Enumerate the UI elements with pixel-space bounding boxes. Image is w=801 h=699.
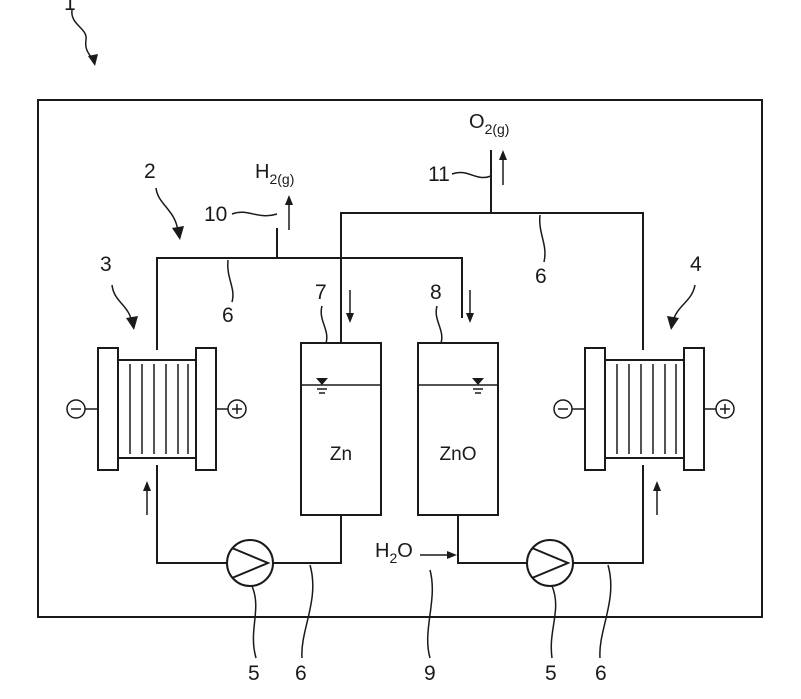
pipe-bottom-left-b [273,515,341,563]
o2-label: O2(g) [469,111,509,137]
label-tank-zn: 7 [315,281,327,304]
label-line-top-left: 6 [222,304,234,327]
label-hydrogen-cell: 3 [100,253,112,276]
electrolysis-cell-oxygen [585,348,704,470]
label-line-top-right: 6 [535,265,547,288]
pipe-top-right [341,213,643,350]
pump-left-icon [227,540,273,586]
h2-label: H2(g) [255,161,294,187]
label-line-bottom-right: 6 [595,662,607,685]
leader-system-arrow [88,54,98,66]
pipe-bottom-right-b [573,465,643,563]
label-pump-left: 5 [248,662,260,685]
label-circuit: 2 [144,160,156,183]
leader-system [72,10,94,62]
tank-zno [418,343,498,515]
pump-right-icon [527,540,573,586]
label-line-bottom-left: 6 [295,662,307,685]
tank-zn-label: Zn [330,444,352,465]
label-oxygen-cell: 4 [690,253,702,276]
label-h2-outlet: 10 [204,203,227,226]
label-tank-zno: 8 [430,281,442,304]
label-pump-right: 5 [545,662,557,685]
label-system: 1 [64,0,76,15]
pipe-bottom-right-a [458,515,527,563]
label-water-inlet: 9 [424,662,436,685]
tank-zno-label: ZnO [440,444,477,465]
pipe-bottom-left-a [157,465,227,563]
pipe-top-left [157,258,462,350]
electrolysis-cell-hydrogen [98,348,216,470]
tank-zn [301,343,381,515]
water-label: H2O [375,540,413,566]
label-o2-outlet: 11 [428,163,450,186]
